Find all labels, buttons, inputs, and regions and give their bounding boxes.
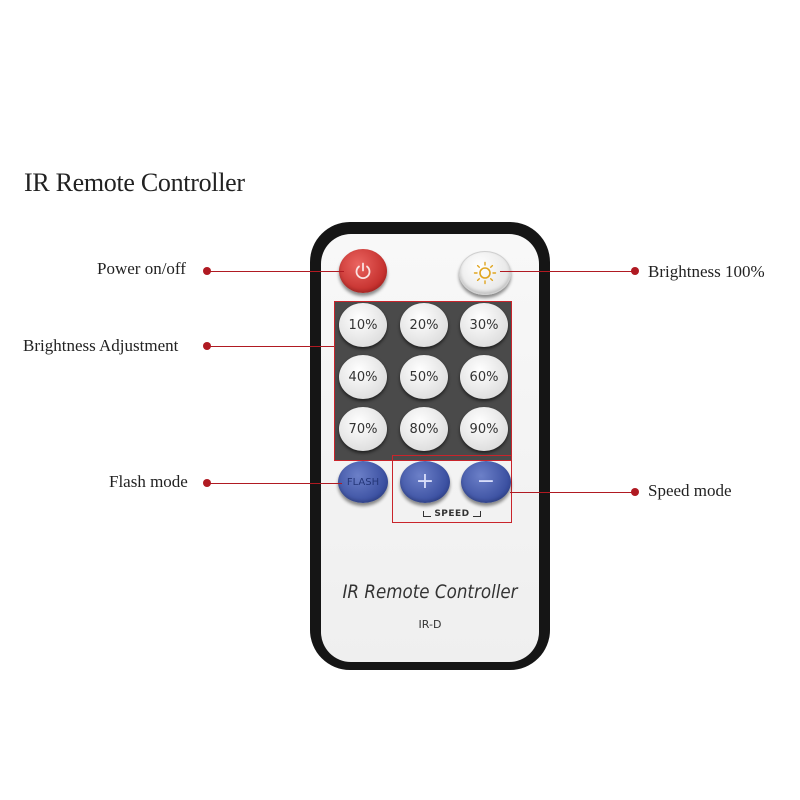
callout-line-brightness-adjust	[207, 345, 334, 347]
power-button[interactable]	[339, 249, 387, 293]
callout-flash: Flash mode	[109, 472, 188, 491]
speed-up-button[interactable]: +	[400, 461, 450, 503]
bracket-left	[423, 511, 432, 517]
brightness-20-button[interactable]: 20%	[400, 303, 448, 347]
bracket-right	[472, 511, 481, 517]
callout-speed: Speed mode	[648, 481, 732, 500]
speed-down-button[interactable]: −	[461, 461, 511, 503]
brightness-80-button[interactable]: 80%	[400, 407, 448, 451]
callout-line-brightness-max	[500, 270, 635, 272]
remote-brand: IR Remote Controller	[342, 581, 518, 603]
callout-brightness-adjust: Brightness Adjustment	[23, 336, 179, 355]
speed-group	[392, 455, 512, 523]
speed-label-text: SPEED	[434, 509, 470, 519]
callout-line-speed	[510, 491, 635, 493]
speed-label: SPEED	[423, 509, 481, 519]
brightness-30-button[interactable]: 30%	[460, 303, 508, 347]
brightness-70-button[interactable]: 70%	[339, 407, 387, 451]
brightness-10-button[interactable]: 10%	[339, 303, 387, 347]
callout-line-power	[207, 270, 344, 272]
power-icon	[355, 262, 371, 280]
callout-brightness-max: Brightness 100%	[648, 262, 765, 281]
brightness-60-button[interactable]: 60%	[460, 355, 508, 399]
remote-model: IR-D	[418, 618, 442, 631]
brightness-50-button[interactable]: 50%	[400, 355, 448, 399]
flash-button[interactable]: FLASH	[338, 461, 388, 503]
page-title: IR Remote Controller	[24, 168, 245, 197]
callout-dot-brightness-max	[631, 267, 639, 275]
sun-icon	[473, 261, 497, 285]
callout-dot-speed	[631, 488, 639, 496]
callout-power: Power on/off	[97, 259, 186, 278]
brightness-90-button[interactable]: 90%	[460, 407, 508, 451]
callout-line-flash	[207, 482, 342, 484]
brightness-100-button[interactable]	[459, 251, 511, 295]
brightness-40-button[interactable]: 40%	[339, 355, 387, 399]
